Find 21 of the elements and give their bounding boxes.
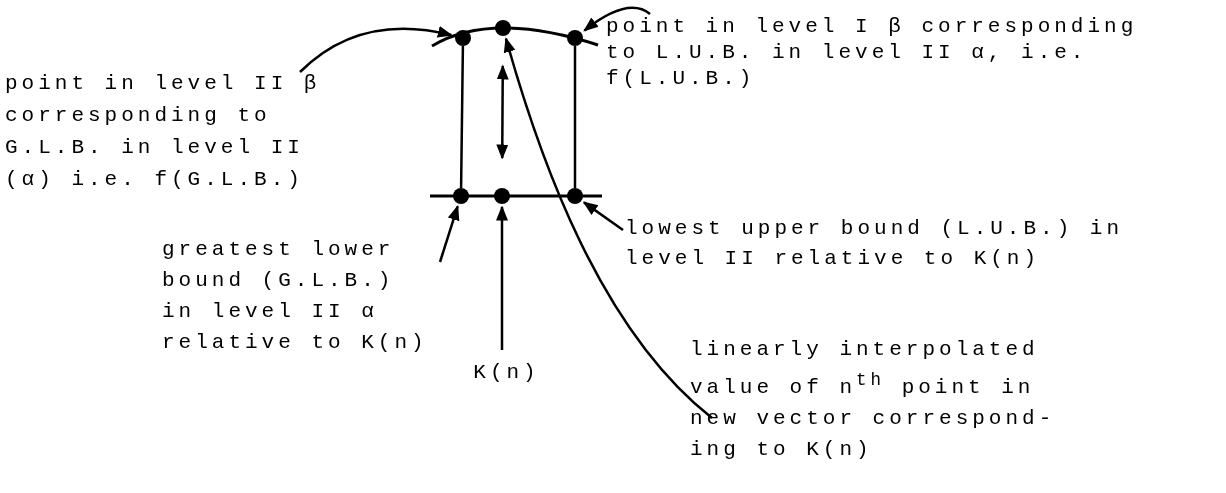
annotation-text: K(n) — [465, 358, 548, 388]
connecting-line — [573, 46, 577, 188]
point-dot — [494, 188, 510, 204]
point-dot — [453, 188, 469, 204]
leader-arrow — [583, 6, 651, 32]
annotation-text: greatest lower bound (G.L.B.) in level II α relative to K(n) — [162, 234, 436, 358]
double-arrow — [496, 64, 509, 160]
annotation-text: lowest upper bound (L.U.B.) in level II relative to K(n) — [625, 214, 1132, 274]
leader-arrow — [438, 205, 460, 263]
point-dot — [567, 188, 583, 204]
point-dot — [495, 20, 511, 36]
leader-arrow — [299, 26, 453, 73]
connecting-line — [459, 46, 465, 188]
leader-arrow — [496, 205, 508, 350]
point-dot — [567, 30, 583, 46]
annotation-text: linearly interpolated value of n$^{th}$ point in new vector correspond-ing to K(n) — [690, 334, 1064, 465]
leader-arrow — [503, 37, 713, 419]
annotation-text: point in level II β corresponding to G.L.B. in level II (α) i.e. f(G.L.B.) — [5, 68, 329, 196]
point-dot — [455, 30, 471, 46]
annotation-text: point in level I β corresponding to L.U.B. in level II α, i.e. f(L.U.B.) — [606, 14, 1146, 92]
leader-arrow — [582, 201, 624, 231]
